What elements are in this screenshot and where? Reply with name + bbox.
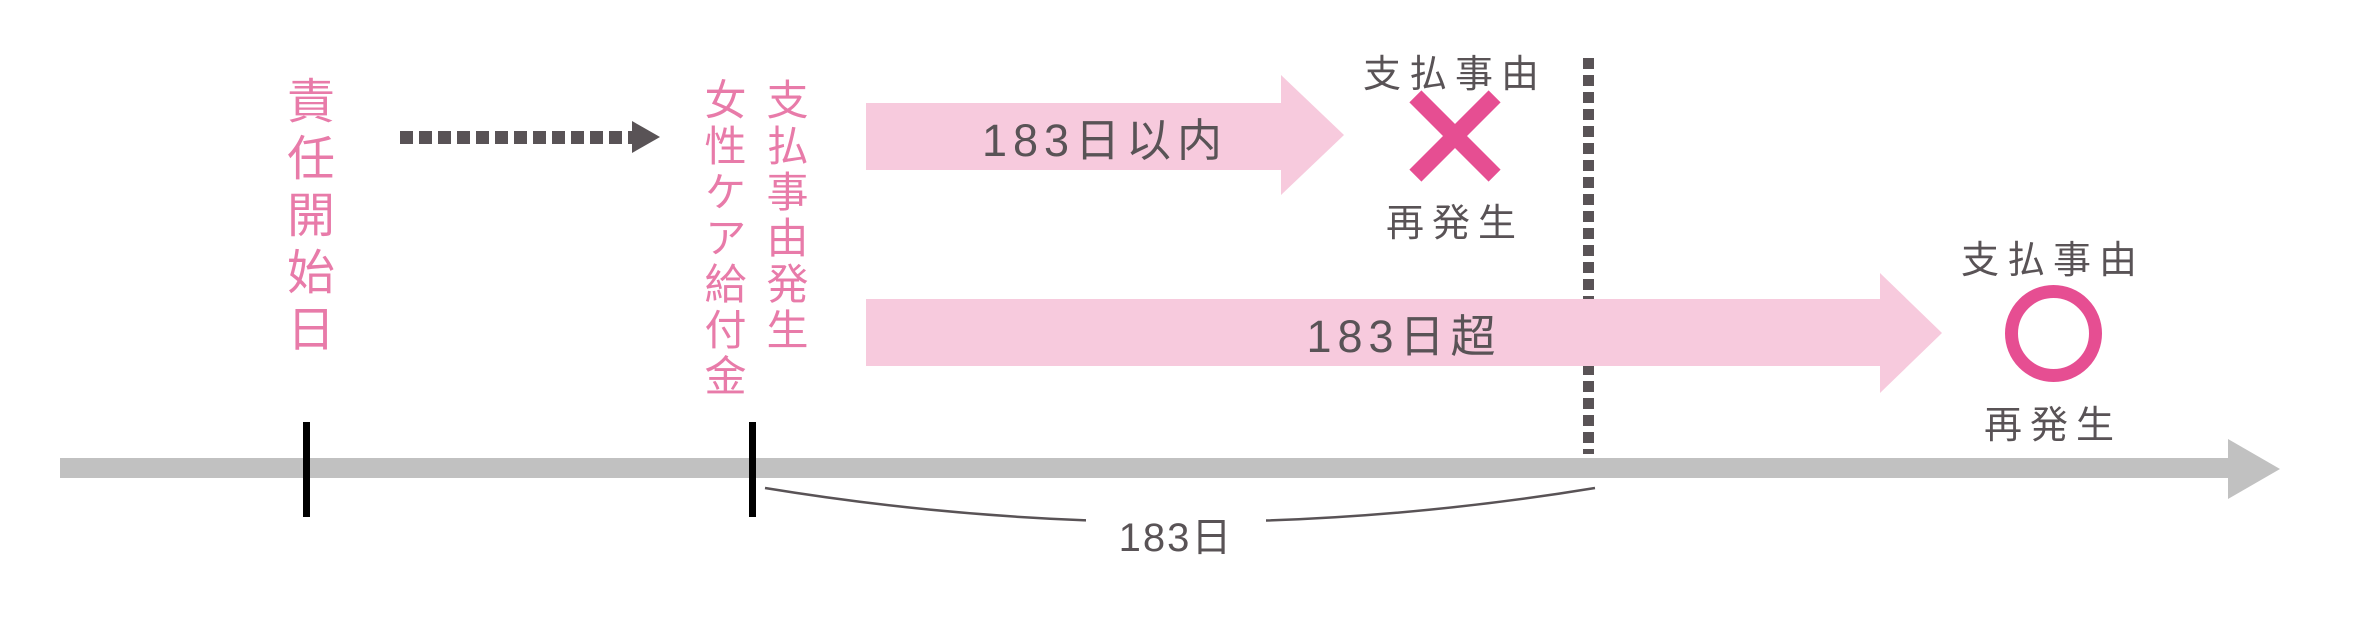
cross-icon — [1409, 90, 1501, 182]
label-benefit-name: 女性ケア給付金 — [699, 78, 746, 400]
timeline-arrow-head-icon — [2228, 439, 2280, 499]
arrow-over-183-head-icon — [1880, 273, 1942, 393]
outcome-over-subtitle: 再発生 — [1983, 405, 2122, 447]
deadline-dashed-line — [1583, 58, 1594, 454]
arrow-over-183-label: 183日超 — [1306, 311, 1502, 362]
circle-icon — [2005, 285, 2102, 382]
timeline-tick-start — [303, 422, 310, 517]
brace-183-days-label: 183日 — [1086, 505, 1266, 563]
timeline-tick-event — [749, 422, 756, 517]
label-start-date: 責任開始日 — [279, 76, 332, 361]
dotted-arrow-line — [400, 131, 633, 144]
arrow-within-183-label: 183日以内 — [981, 115, 1229, 166]
outcome-over-title: 支払事由 — [1960, 240, 2145, 282]
outcome-within-subtitle: 再発生 — [1385, 203, 1524, 245]
dotted-arrow-head-icon — [632, 121, 660, 153]
arrow-within-183-head-icon — [1281, 75, 1344, 195]
outcome-within-title: 支払事由 — [1362, 54, 1547, 96]
label-payment-event: 支払事由発生 — [761, 78, 808, 354]
arrow-within-183-body — [866, 103, 1281, 170]
timeline-axis — [60, 458, 2228, 478]
arrow-over-183-body — [866, 299, 1880, 366]
